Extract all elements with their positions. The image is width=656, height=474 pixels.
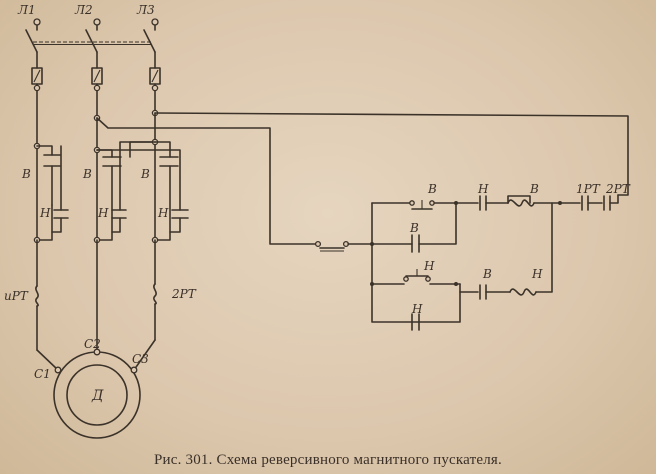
fuses (31, 67, 161, 85)
control-feed-l3 (154, 112, 629, 196)
label-start-b: В (427, 182, 437, 196)
label-c2: С2 (84, 337, 101, 351)
phase-conductors (33, 83, 629, 245)
label-rt2: 2РТ (605, 182, 631, 196)
label-l1: Л1 (17, 3, 36, 17)
label-l3: Л3 (136, 3, 155, 17)
motor-rotor (66, 364, 128, 426)
label-rt1-left: иРТ (4, 289, 29, 303)
label-start-h: Н (423, 259, 435, 273)
label-h-l1: Н (39, 206, 51, 220)
label-h-l2: Н (97, 206, 109, 220)
motor: С1 С2 С3 Д (34, 337, 149, 439)
terminal-l1 (33, 18, 41, 26)
thermal-relay-1 (35, 285, 39, 307)
figure-caption: Рис. 301. Схема реверсивного магнитного … (154, 452, 502, 468)
label-b-l1: В (21, 167, 31, 181)
label-hold-h: Н (411, 302, 423, 316)
control-feed-l2 (96, 117, 317, 245)
label-coil-b: В (529, 182, 539, 196)
switch-blade-l1 (25, 29, 38, 53)
switch-blade-l3 (143, 29, 156, 53)
label-c1: С1 (34, 367, 51, 381)
terminal-l3 (151, 18, 159, 26)
thermal-relays: иРТ 2РТ (4, 239, 197, 371)
label-b-l2: В (82, 167, 92, 181)
control-circuit: В В Н Н Н В (314, 182, 631, 331)
label-motor: Д (91, 388, 104, 404)
label-rt1: 1РТ (576, 182, 601, 196)
terminal-l2 (93, 18, 101, 26)
label-rt2-left: 2РТ (171, 287, 197, 301)
coil-b (507, 199, 535, 207)
phase-terminals: Л1 Л2 Л3 (17, 3, 159, 26)
label-h-l3: Н (157, 206, 169, 220)
knife-switch (25, 24, 156, 69)
coil-h (509, 288, 537, 296)
switch-blade-l2 (85, 29, 98, 53)
label-b-l3: В (140, 167, 150, 181)
label-interlock-b: В (482, 267, 492, 281)
label-c3: С3 (132, 352, 149, 366)
label-hold-b: В (409, 221, 419, 235)
label-l2: Л2 (74, 3, 93, 17)
label-coil-h: Н (531, 267, 543, 281)
main-contacts: В Н В Н В Н (21, 112, 189, 244)
thermal-relay-2 (153, 283, 157, 305)
label-interlock-h: Н (477, 182, 489, 196)
